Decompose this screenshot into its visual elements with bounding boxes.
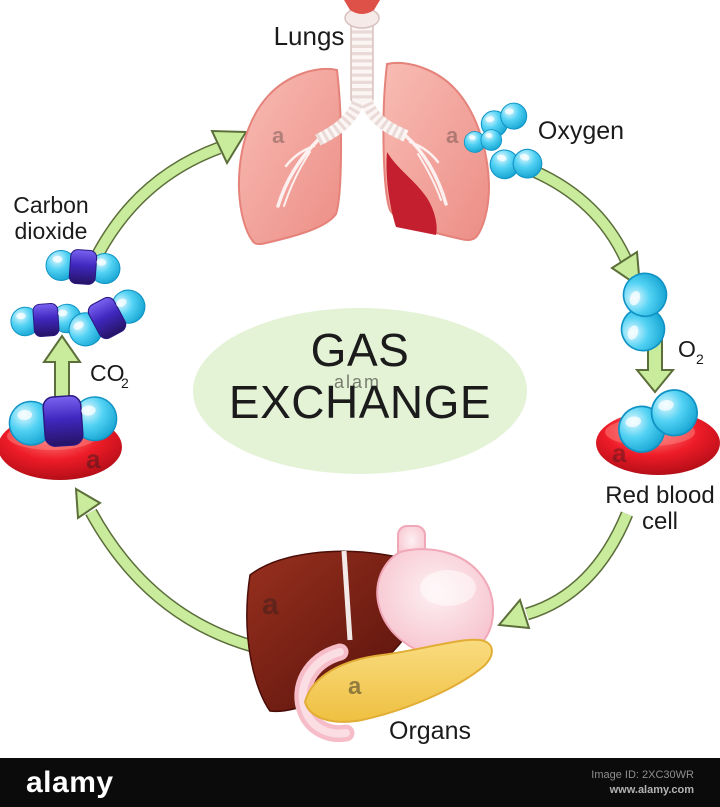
label-carbon-dioxide-line2: dioxide: [15, 218, 88, 244]
lungs-illustration: a a: [237, 0, 491, 245]
stomach-highlight: [420, 570, 476, 606]
lung-watermark-a-right: a: [446, 123, 459, 148]
alamy-url-text: www.alamy.com: [609, 783, 694, 796]
larynx-tip: [344, 0, 380, 14]
label-lungs: Lungs: [274, 21, 345, 51]
arrow-co2-to-lungs: [91, 129, 248, 260]
label-co2: CO: [90, 360, 125, 386]
diagram-labels: Lungs Oxygen O 2 Red blood cell Organs C…: [13, 21, 714, 745]
co2-molecule: [44, 246, 122, 288]
co2-molecule: [61, 281, 153, 355]
organs-illustration: a a: [246, 525, 495, 743]
image-id-text: Image ID: 2XC30WR: [591, 768, 694, 781]
title-ellipse: [193, 308, 527, 474]
title-line-1: GAS: [311, 324, 410, 376]
label-o2: O: [678, 336, 696, 362]
arrow-organs-to-cell: [74, 487, 254, 653]
cell-watermark-a: a: [86, 444, 101, 474]
bronchial-branches: [276, 134, 448, 208]
label-red-blood-cell-line2: cell: [642, 508, 678, 535]
trachea: [315, 0, 409, 146]
duodenum-inner: [298, 648, 350, 738]
red-blood-cell-right: a: [596, 385, 720, 475]
footer-meta: Image ID: 2XC30WR www.alamy.com: [591, 768, 694, 798]
label-o2-subscript: 2: [696, 351, 704, 367]
cell-watermark-a: a: [612, 438, 627, 468]
pancreas-watermark-a: a: [348, 673, 362, 700]
arrow-oxygen-to-cell: [521, 160, 642, 290]
arrow-o2-down: [634, 337, 676, 394]
arrow-cell-to-organs: [497, 511, 634, 630]
center-watermark-ghost: alam: [334, 372, 381, 392]
co2-molecules: [9, 246, 153, 355]
lung-watermark-a-left: a: [272, 123, 285, 148]
right-lung-dark-lobe: [386, 152, 437, 235]
liver-ligament: [341, 550, 353, 641]
cycle-arrows: [42, 129, 676, 653]
label-oxygen: Oxygen: [538, 117, 624, 145]
label-co2-subscript: 2: [121, 375, 129, 391]
pancreas: [303, 638, 493, 723]
label-organs: Organs: [389, 717, 471, 745]
watermark-footer: alamy Image ID: 2XC30WR www.alamy.com: [0, 758, 720, 807]
red-blood-cell-left: a: [0, 391, 122, 480]
label-carbon-dioxide-line1: Carbon: [13, 192, 88, 218]
arrow-co2-up: [42, 334, 82, 399]
left-lung: [237, 68, 343, 245]
title-ellipse-group: alam GAS EXCHANGE: [193, 308, 527, 474]
liver-watermark-a: a: [262, 588, 279, 621]
label-red-blood-cell-line1: Red blood: [605, 482, 714, 509]
alamy-logo: alamy: [26, 765, 114, 799]
oxygen-molecule-large: [605, 266, 683, 358]
diagram-canvas: alam GAS EXCHANGE: [0, 0, 720, 745]
title-line-2: EXCHANGE: [229, 376, 491, 428]
